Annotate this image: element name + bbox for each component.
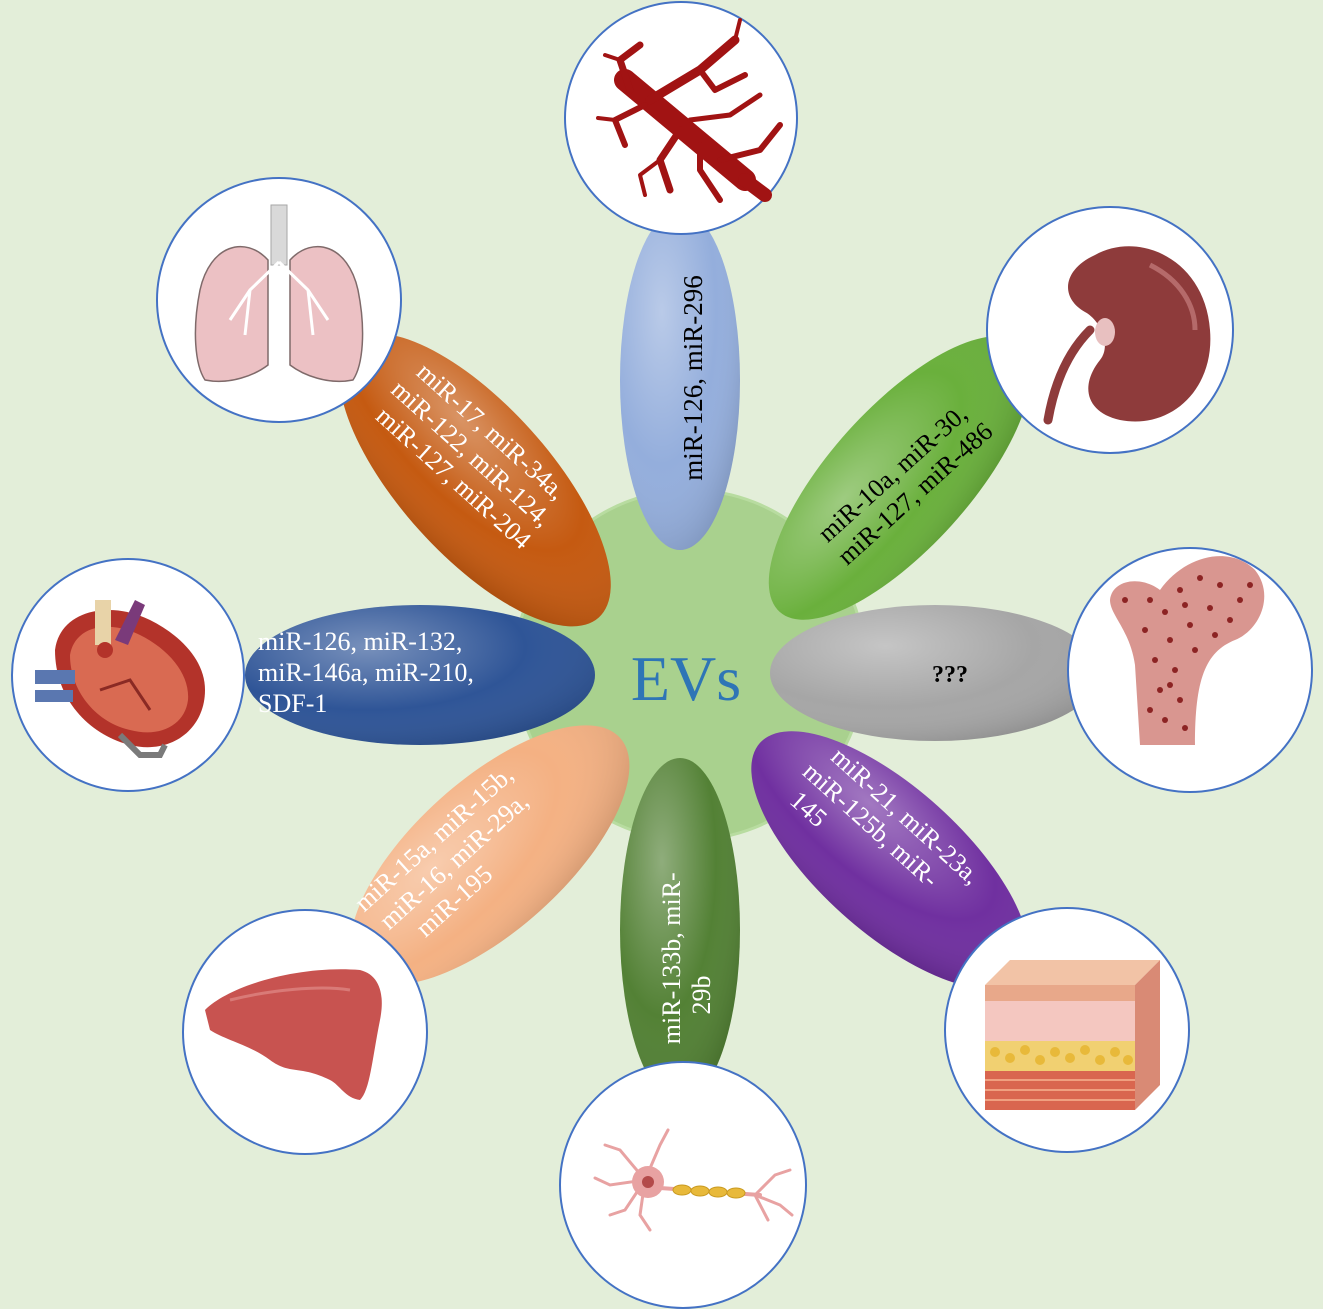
lung-node (157, 178, 401, 422)
petal-heart-line-3: SDF-1 (258, 689, 327, 718)
center-label: EVs (631, 643, 741, 714)
petal-neuron-line-2: 29b (687, 976, 716, 1015)
petal-neuron-line-1: miR-133b, miR- (657, 872, 686, 1044)
neuron-node (560, 1062, 806, 1308)
kidney-node (987, 207, 1233, 453)
petal-heart-line-1: miR-126, miR-132, (258, 627, 462, 656)
skin-node (945, 908, 1189, 1152)
petal-bone-line-1: ??? (932, 662, 968, 688)
vessel-node (565, 2, 797, 234)
heart-node (12, 559, 244, 791)
petal-bone-text: ??? (932, 662, 968, 688)
petal-heart-line-2: miR-146a, miR-210, (258, 658, 474, 687)
petal-vessel-text: miR-126, miR-296 (678, 275, 708, 481)
petal-vessel-line-1: miR-126, miR-296 (678, 275, 708, 481)
skin-icon (985, 960, 1160, 1110)
bone-node (1068, 548, 1312, 792)
liver-node (183, 910, 427, 1154)
